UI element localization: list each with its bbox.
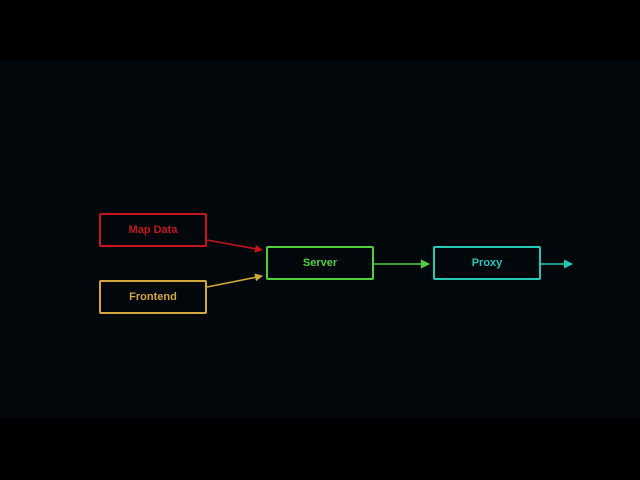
- edge-mapdata-server: [206, 239, 263, 253]
- node-map-data-label: Map Data: [128, 224, 178, 236]
- node-map-data: Map Data: [99, 213, 207, 247]
- node-frontend-label: Frontend: [129, 291, 177, 303]
- node-frontend: Frontend: [99, 280, 207, 314]
- node-proxy-label: Proxy: [471, 257, 503, 269]
- node-proxy: Proxy: [433, 246, 541, 280]
- node-server: Server: [266, 246, 374, 280]
- node-server-label: Server: [302, 257, 338, 269]
- diagram-canvas: [0, 60, 640, 418]
- edge-frontend-server: [206, 273, 263, 288]
